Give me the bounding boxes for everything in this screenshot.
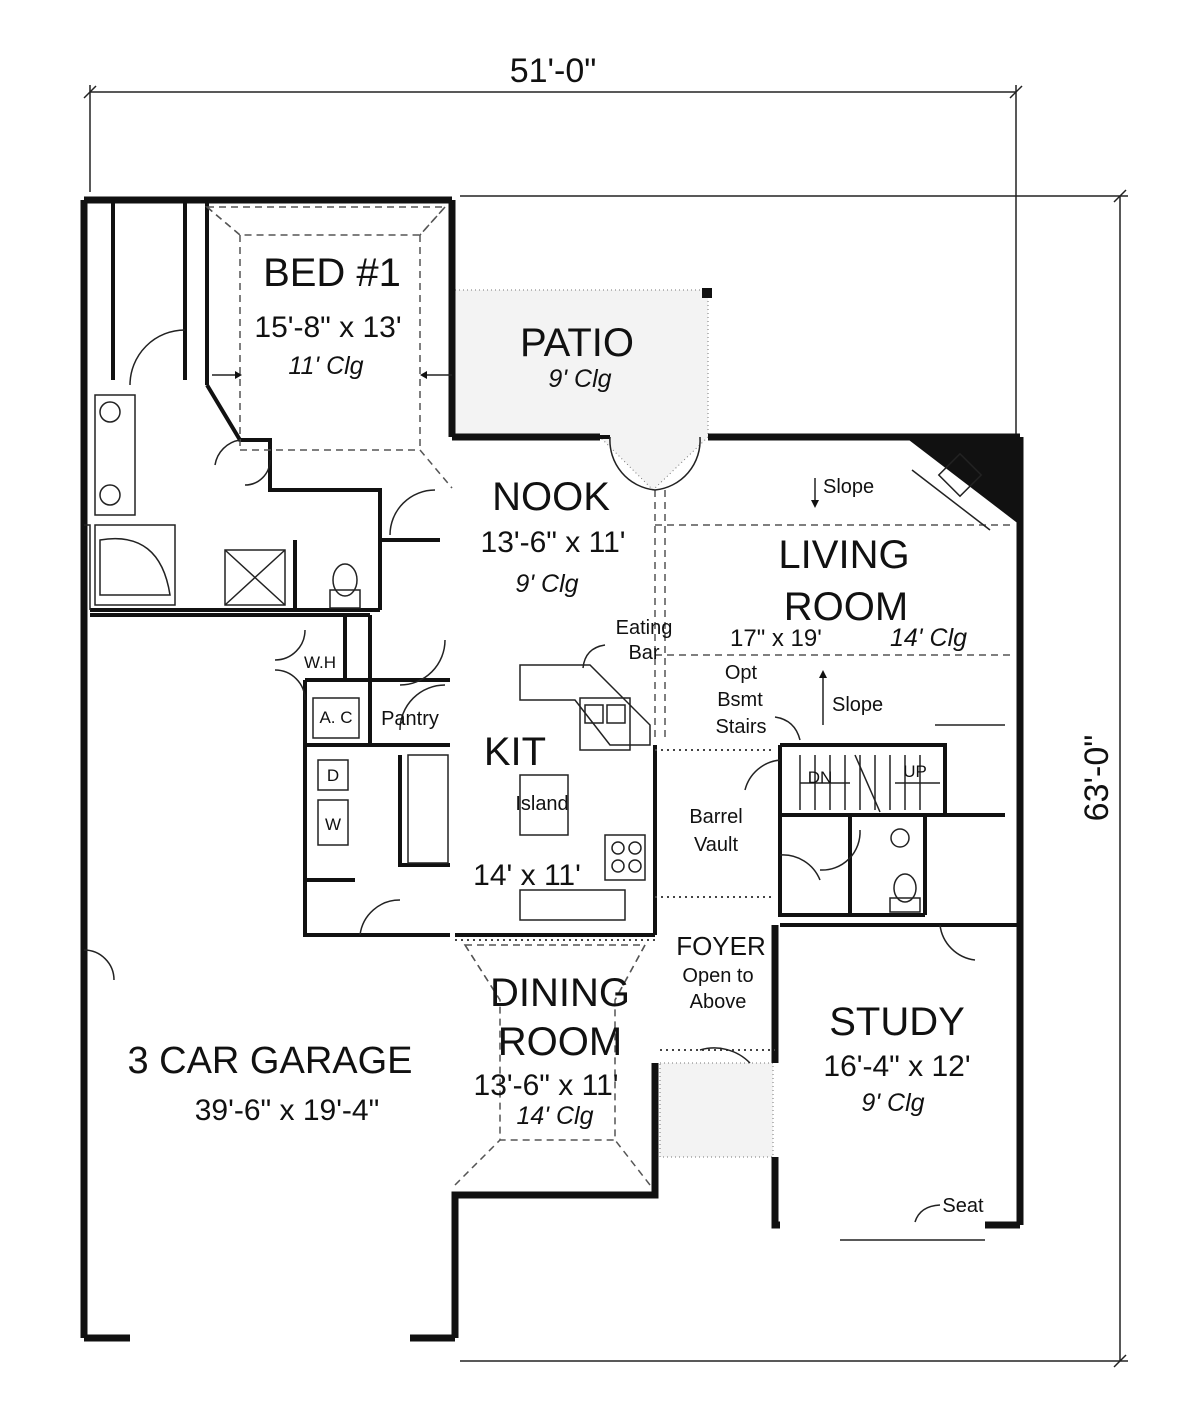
island-outline <box>519 774 569 836</box>
bed1-name: BED #1 <box>263 251 401 295</box>
bath-window <box>84 524 91 610</box>
dryer-label: D <box>327 766 339 785</box>
nook-name: NOOK <box>492 475 610 519</box>
nook-size: 13'-6" x 11' <box>481 526 626 559</box>
opt-stairs-leader <box>774 716 801 741</box>
slope-top-label: Slope <box>823 476 874 498</box>
overall-depth-label: 63'-0" <box>1078 735 1116 822</box>
study-ceiling: 9' Clg <box>861 1089 924 1117</box>
nook-ceiling: 9' Clg <box>515 570 578 598</box>
opt-stairs-line1: Opt <box>725 662 758 684</box>
fireplace <box>911 452 991 531</box>
ac-unit-box <box>312 697 360 739</box>
seat-label: Seat <box>942 1195 984 1217</box>
opt-stairs-line3: Stairs <box>715 716 766 738</box>
ac-label: A. C <box>319 708 352 727</box>
slope-bottom-label: Slope <box>832 694 883 716</box>
opt-stairs-line2: Bsmt <box>717 689 763 711</box>
ceiling-lines <box>204 206 1010 1186</box>
front-porch-slab <box>659 1062 774 1158</box>
stairs-up-label: UP <box>903 762 927 781</box>
kitchen-size: 14' x 11' <box>473 859 581 892</box>
overall-width-label: 51'-0" <box>510 52 597 90</box>
stairs <box>799 724 1005 813</box>
dining-size: 13'-6" x 11' <box>474 1069 619 1102</box>
living-name-line2: ROOM <box>784 585 908 629</box>
living-name-line1: LIVING <box>778 533 909 577</box>
washer-label: W <box>325 815 341 834</box>
overall-depth-dimension <box>460 189 1128 1368</box>
study-size: 16'-4" x 12' <box>823 1050 970 1083</box>
laundry-fixtures <box>317 759 349 846</box>
exterior-walls <box>80 196 1024 1342</box>
living-ceiling: 14' Clg <box>890 624 967 652</box>
patio-name: PATIO <box>520 321 634 365</box>
bathroom-fixtures <box>94 394 921 913</box>
dining-ceiling: 14' Clg <box>516 1102 593 1130</box>
barrel-vault-line2: Vault <box>694 834 739 856</box>
kitchen-fixtures <box>407 664 651 921</box>
eating-bar-line1: Eating <box>616 617 673 639</box>
patio-ceiling: 9' Clg <box>548 365 611 393</box>
patio-post <box>702 288 712 298</box>
living-size: 17" x 19' <box>730 625 822 652</box>
dining-name-line2: ROOM <box>498 1020 622 1064</box>
barrel-vault-line1: Barrel <box>689 806 742 828</box>
bed1-size: 15'-8" x 13' <box>254 311 401 344</box>
eating-bar-line2: Bar <box>628 642 659 664</box>
eating-bar-leader <box>582 644 606 669</box>
stairs-down-label: DN <box>808 768 833 787</box>
kitchen-name: KIT <box>484 730 546 774</box>
interior-walls <box>90 200 1020 937</box>
garage-name: 3 CAR GARAGE <box>127 1040 412 1082</box>
seat-leader <box>914 1204 941 1223</box>
study-name: STUDY <box>829 1000 965 1044</box>
dining-name-line1: DINING <box>490 971 630 1015</box>
foyer-note-line2: Above <box>690 991 747 1013</box>
doors <box>83 329 976 1064</box>
water-heater-label: W.H <box>304 653 336 672</box>
island-label: Island <box>515 793 568 815</box>
foyer-note-line1: Open to <box>682 965 753 987</box>
bed1-ceiling: 11' Clg <box>288 352 363 380</box>
pantry-label: Pantry <box>381 708 439 730</box>
garage-size: 39'-6" x 19'-4" <box>195 1094 380 1127</box>
overall-width-dimension <box>83 85 1023 440</box>
foyer-name: FOYER <box>676 931 766 961</box>
